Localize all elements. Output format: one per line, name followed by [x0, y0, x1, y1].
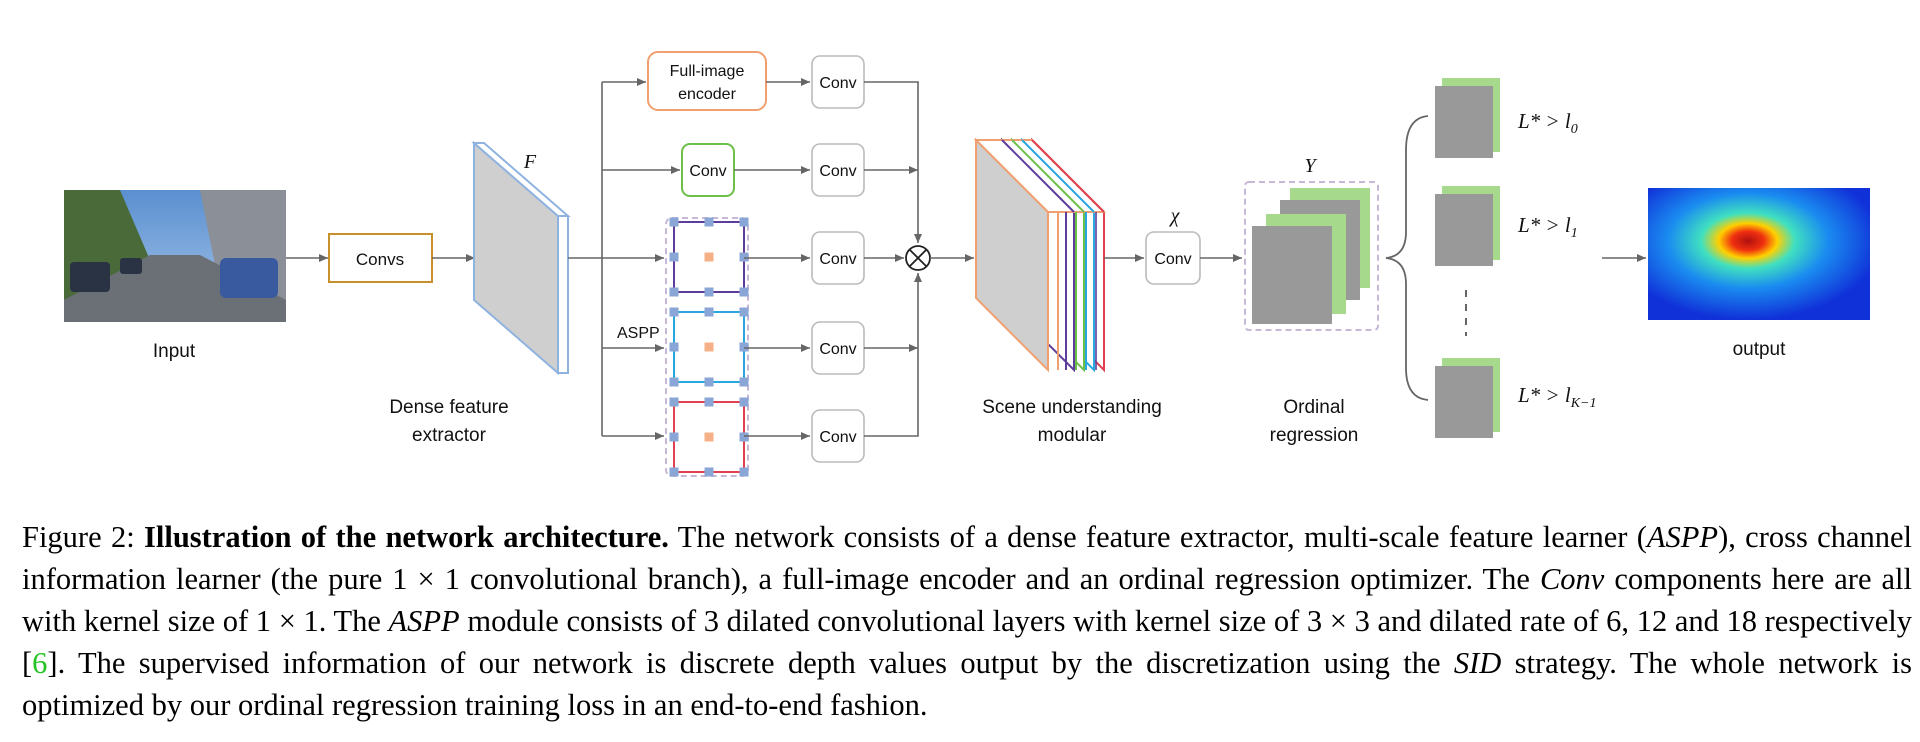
full-image-encoder-box	[647, 51, 767, 111]
ordinal-label-line2: regression	[1270, 425, 1359, 446]
threshold-map-0	[1435, 78, 1500, 158]
conv-label-3: Conv	[819, 251, 856, 268]
conv-label-1: Conv	[819, 75, 856, 92]
scene-label-line2: modular	[1038, 425, 1107, 446]
output-label: output	[1733, 339, 1787, 360]
aspp-kernel-dot	[739, 252, 749, 262]
aspp-kernel-dot	[669, 432, 679, 442]
threshold-map-1	[1435, 186, 1500, 266]
aspp-kernel-dot	[739, 287, 749, 297]
aspp-label: ASPP	[617, 325, 660, 342]
threshold-label-0: L* > l0	[1517, 109, 1578, 137]
aspp-kernel-dot	[704, 342, 714, 352]
cross-channel-conv-label: Conv	[689, 163, 726, 180]
aspp-kernel-dot	[669, 467, 679, 477]
output-depth-map	[1648, 188, 1870, 320]
branch-connectors	[568, 78, 680, 440]
aspp-kernel-dot	[704, 432, 714, 442]
encoder-label-line1: Full-image	[670, 63, 745, 80]
aspp-kernel-dot	[704, 217, 714, 227]
concatenation-icon	[905, 245, 931, 271]
aspp-kernel-dot	[669, 342, 679, 352]
brace-left	[1385, 115, 1429, 401]
feature-symbol: F	[523, 151, 537, 173]
caption-text-6: strategy. The whole network is optimized…	[22, 646, 1912, 722]
aspp-kernel-dot	[669, 217, 679, 227]
caption-text-4: module consists of 3 dilated convolution…	[22, 604, 1912, 680]
conv-label-2: Conv	[819, 163, 856, 180]
caption-aspp-2: ASPP	[388, 604, 460, 638]
aspp-kernel-dots	[669, 217, 749, 477]
convs-box	[328, 233, 433, 283]
chi-symbol: χ	[1169, 205, 1181, 227]
aspp-kernel-dot	[739, 217, 749, 227]
conv-column: Conv Conv Conv Conv Conv	[811, 55, 865, 463]
aspp-kernel-dot	[704, 467, 714, 477]
caption-conv-word: Conv	[1539, 562, 1605, 596]
caption-text-1: The network consists of a dense feature …	[668, 520, 1647, 554]
aspp-kernel-dot	[669, 307, 679, 317]
scene-understanding-stack	[973, 137, 1107, 373]
aspp-kernel-dot	[704, 377, 714, 387]
dense-label-line2: extractor	[412, 425, 487, 446]
aspp-kernel-dot	[704, 307, 714, 317]
aspp-kernel-dot	[704, 397, 714, 407]
input-image	[64, 190, 286, 322]
input-label: Input	[153, 341, 196, 362]
aspp-kernel-dot	[739, 397, 749, 407]
threshold-map-k-1	[1435, 358, 1500, 438]
aspp-kernel-dot	[669, 377, 679, 387]
caption-text-3: components here are all with kernel size…	[22, 562, 1912, 638]
y-symbol: Y	[1304, 155, 1317, 177]
dense-feature-map	[471, 140, 571, 376]
encoder-label-line2: encoder	[678, 86, 736, 103]
conv-label-4: Conv	[819, 341, 856, 358]
aspp-kernel-dot	[669, 397, 679, 407]
caption-prefix: Figure 2:	[22, 520, 144, 554]
aspp-kernel-dot	[704, 287, 714, 297]
convs-label: Convs	[356, 250, 404, 269]
merge-connectors	[864, 81, 922, 437]
aspp-kernel-dot	[739, 467, 749, 477]
aspp-kernel-dot	[739, 377, 749, 387]
aspp-kernel-dot	[669, 252, 679, 262]
aspp-kernel-dot	[669, 287, 679, 297]
conv-label-5: Conv	[819, 429, 856, 446]
conv-label-final: Conv	[1154, 251, 1191, 268]
branch-to-conv-arrows	[734, 78, 810, 440]
dense-label-line1: Dense feature	[389, 397, 508, 418]
network-architecture-diagram: Input Convs F Dense feature extractor AS…	[64, 51, 1870, 477]
aspp-kernel-dot	[739, 342, 749, 352]
caption-text-2: ), cross channel information learner (th…	[22, 520, 1912, 596]
aspp-kernel-dot	[739, 307, 749, 317]
ordinal-label-line1: Ordinal	[1283, 397, 1344, 418]
aspp-kernel-dot	[739, 432, 749, 442]
threshold-label-1: L* > l1	[1517, 213, 1578, 241]
figure-caption: Figure 2: Illustration of the network ar…	[22, 516, 1912, 726]
threshold-label-k-1: L* > lK−1	[1517, 383, 1596, 411]
scene-label-line1: Scene understanding	[982, 397, 1162, 418]
caption-text-5: ]. The supervised information of our net…	[47, 646, 1454, 680]
caption-sid: SID	[1453, 646, 1502, 680]
aspp-kernel-dot	[704, 252, 714, 262]
caption-title: Illustration of the network architecture…	[144, 520, 669, 554]
citation-link[interactable]: 6	[32, 646, 48, 680]
caption-aspp-1: ASPP	[1646, 520, 1719, 554]
ordinal-regression-block	[1244, 181, 1379, 331]
